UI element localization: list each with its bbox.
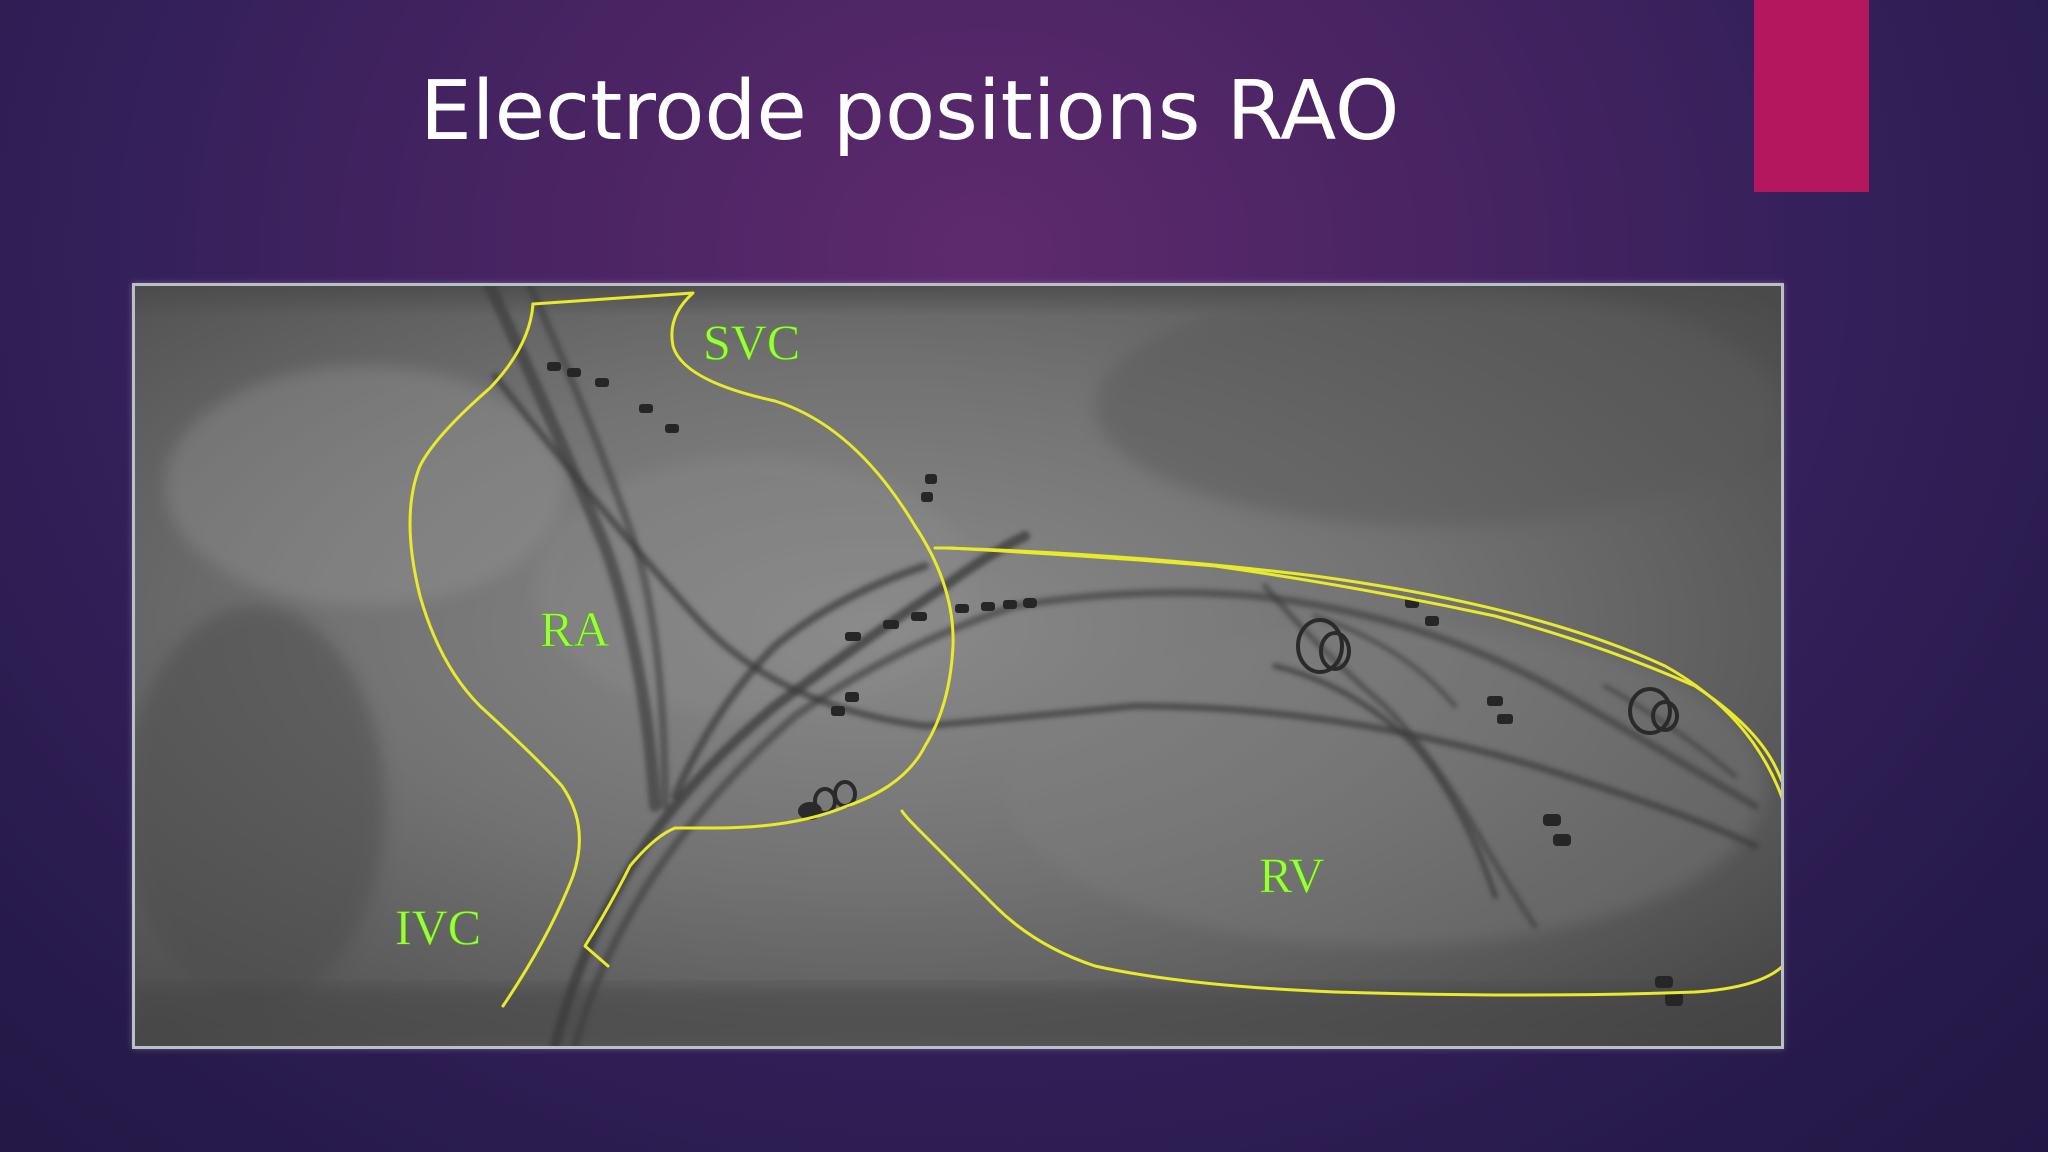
label-svc: SVC bbox=[703, 314, 800, 370]
label-rv: RV bbox=[1259, 847, 1324, 903]
label-ra: RA bbox=[540, 601, 609, 657]
xray-illustration: SVC RA RV IVC bbox=[135, 286, 1781, 1046]
fluoroscopy-image: SVC RA RV IVC bbox=[132, 283, 1784, 1049]
slide-title: Electrode positions RAO bbox=[420, 64, 1400, 159]
label-ivc: IVC bbox=[395, 899, 481, 955]
accent-bar bbox=[1754, 0, 1869, 192]
